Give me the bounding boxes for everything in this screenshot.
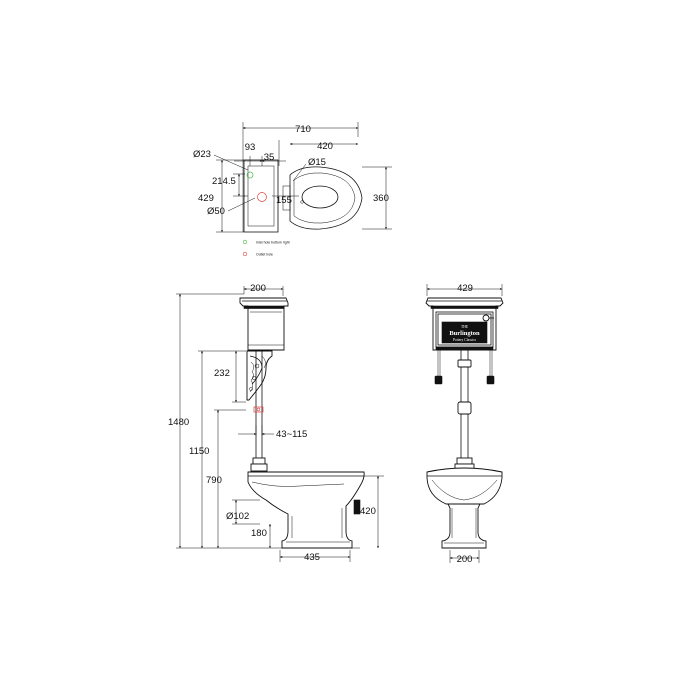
label-outlet-offset: 155 <box>276 195 292 206</box>
label-pedestal-width: 200 <box>457 554 473 565</box>
front-bowl <box>426 467 503 505</box>
front-view: THE Burlington Pottery Classics <box>425 284 504 563</box>
legend-outlet-swatch <box>242 251 248 257</box>
label-overall-height: 1480 <box>168 417 189 428</box>
label-side-cistern-depth: 200 <box>250 283 266 294</box>
legend-inlet-swatch <box>242 239 248 245</box>
label-outlet-height: 180 <box>251 528 267 539</box>
label-bracket-height: 232 <box>214 368 230 379</box>
label-front-cistern-width: 429 <box>457 283 473 294</box>
label-inlet-diameter: Ø23 <box>193 149 211 160</box>
plate-line3: Pottery Classics <box>453 338 477 342</box>
front-pedestal <box>441 503 487 549</box>
flush-handle <box>482 314 490 322</box>
pull-chains <box>434 350 495 385</box>
label-bolt-hole: Ø15 <box>308 157 326 168</box>
plan-cistern-inner <box>247 165 275 227</box>
leader-23 <box>213 154 249 171</box>
inlet-hole-marker <box>246 171 254 179</box>
plan-view: Inlet hole bottom right Outlet hole 710 … <box>193 122 392 257</box>
label-cistern-bottom-height: 1150 <box>189 446 209 457</box>
side-inlet-fitting <box>253 406 264 413</box>
plan-bowl-seat <box>293 172 356 224</box>
legend-inlet-label: Inlet hole bottom right <box>256 241 290 245</box>
name-plate: THE Burlington Pottery Classics <box>441 321 488 344</box>
plan-bowl-opening <box>301 185 339 209</box>
label-inlet-offset: 93 <box>245 142 256 153</box>
label-bowl-length: 420 <box>317 141 333 152</box>
plan-bowl-outline <box>289 166 363 230</box>
label-inlet-height: 214.5 <box>212 176 236 187</box>
leader-50 <box>227 197 256 212</box>
outlet-hole-marker <box>257 192 267 202</box>
plate-line2: Burlington <box>449 330 480 337</box>
label-outlet-diameter: Ø50 <box>207 206 225 217</box>
side-pan <box>247 471 365 549</box>
side-bracket <box>246 350 273 401</box>
label-pan-height: 420 <box>360 506 376 517</box>
side-cistern <box>239 297 289 351</box>
label-flush-offset: 43~115 <box>276 429 307 440</box>
label-cistern-depth: 35 <box>264 152 275 163</box>
leader-15 <box>292 163 307 182</box>
label-inlet-height-side: 790 <box>206 475 222 486</box>
label-outlet-diameter-side: Ø102 <box>226 511 249 522</box>
side-view <box>176 286 384 562</box>
label-bowl-width: 360 <box>373 193 389 204</box>
label-overall-width: 710 <box>295 124 311 135</box>
label-pan-projection: 435 <box>304 552 320 563</box>
plate-line1: THE <box>461 325 469 329</box>
label-cistern-width: 429 <box>198 193 214 204</box>
legend-outlet-label: Outlet hole <box>256 253 273 257</box>
